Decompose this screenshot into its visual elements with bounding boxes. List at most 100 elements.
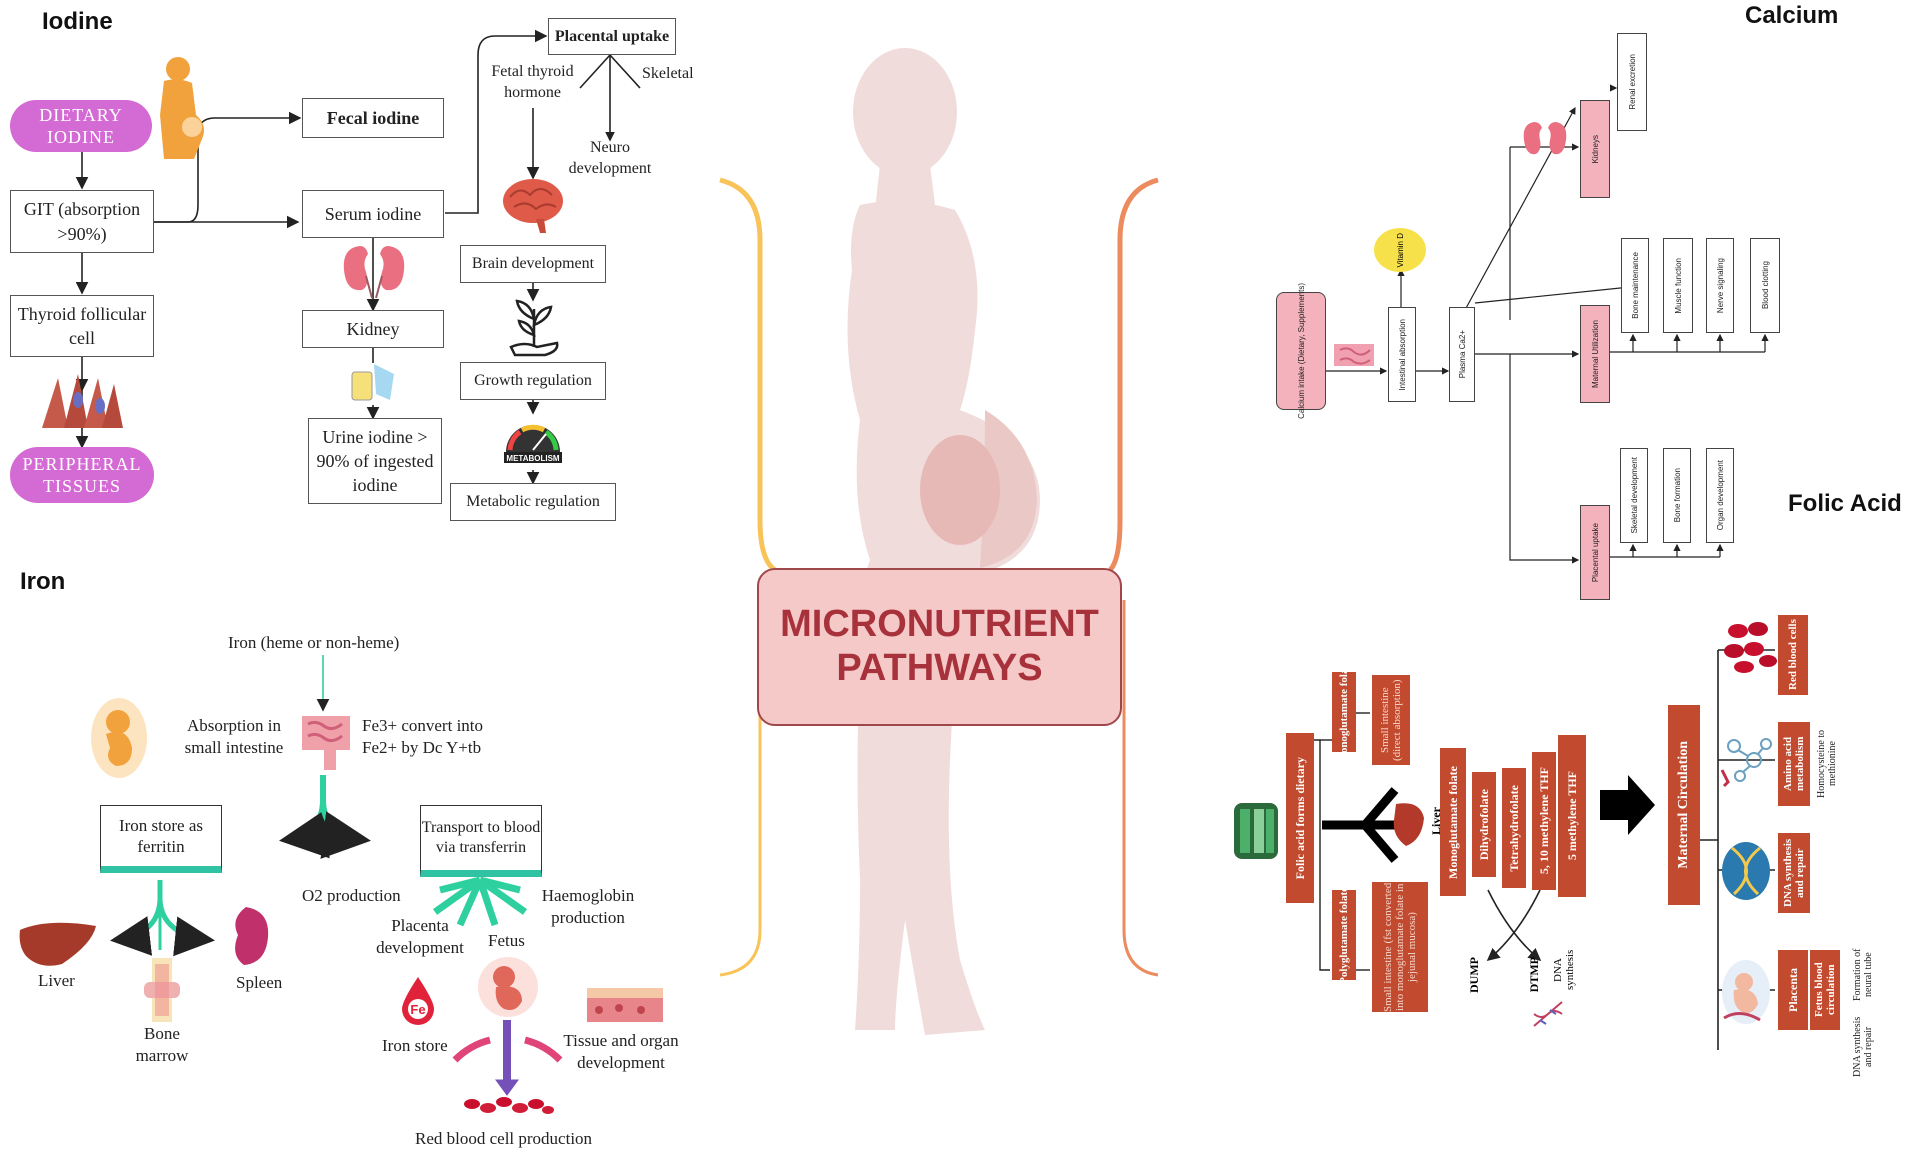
fetus-in-womb-icon [88, 696, 150, 780]
monoglutamate-folate-2-label: Monoglutamate folate [1445, 765, 1460, 879]
calcium-heading: Calcium [1745, 2, 1839, 29]
plasma-ca-label: Plasma Ca2+ [1457, 330, 1467, 379]
methylene-thf-label: 5, 10 methylene THF [1536, 767, 1551, 875]
red-blood-cells-strip-icon [462, 1092, 554, 1120]
tetrahydrofolate-label: Tetrahydrofolate [1506, 784, 1521, 872]
pregnant-woman-silhouette [847, 48, 1040, 1035]
serum-iodine-box: Serum iodine [302, 190, 444, 238]
kidney-icon [338, 242, 410, 300]
renal-excretion-label: Renal excretion [1627, 54, 1637, 110]
placenta-development-label: Placenta development [376, 916, 464, 958]
haemoglobin-production-label: Haemoglobin production [541, 886, 635, 928]
polyglutamate-folate-box: Polyglutamate folate [1332, 887, 1356, 983]
bone-formation-label: Bone formation [1672, 468, 1682, 523]
maternal-circulation-box: Maternal Circulation [1668, 705, 1700, 905]
fetus-blood-circulation-box: Fetus blood circulation [1810, 950, 1840, 1030]
red-blood-cell-production-label: Red blood cell production [415, 1129, 593, 1148]
small-intestine-converted-box: Small intestine (fst converted into mono… [1372, 882, 1428, 1012]
small-intestine-direct-label: Small intestine (direct absorption) [1379, 679, 1403, 761]
homocysteine-label-box: Homocysteine to methionine [1812, 722, 1842, 806]
urine-sample-icon [350, 360, 398, 405]
placenta-label: Placenta [1785, 968, 1800, 1012]
brain-development-box: Brain development [460, 245, 606, 283]
monoglutamate-folate-box: Monoglutamate folate [1332, 660, 1356, 764]
fetus-icon [476, 955, 540, 1019]
thyroid-follicular-box: Thyroid follicular cell [10, 295, 154, 357]
nerve-signaling-label: Nerve signaling [1715, 257, 1725, 314]
small-intestine-converted-label: Small intestine (fst converted into mono… [1382, 882, 1418, 1012]
methyl-thf-box: 5 methylene THF [1558, 735, 1586, 897]
dihydrofolate-label: Dihydrofolate [1476, 788, 1491, 861]
growth-regulation-box: Growth regulation [460, 362, 606, 400]
iodine-bracket [719, 177, 777, 573]
folic-acid-heading: Folic Acid [1788, 490, 1902, 517]
vitamin-d-circle: Vitamin D [1374, 228, 1426, 272]
intestine-icon [296, 710, 356, 772]
placenta-fetus-icon [1720, 958, 1772, 1026]
metabolism-gauge-icon: METABOLISM [500, 412, 566, 464]
neural-tube-label: Formation of neural tube [1852, 948, 1874, 1002]
dihydrofolate-box: Dihydrofolate [1472, 772, 1496, 877]
amino-acid-molecule-icon [1720, 730, 1776, 790]
food-icon [1228, 795, 1284, 863]
amino-acid-label: Amino acid metabolism [1782, 736, 1806, 792]
dtmp-label-box: DTMP [1524, 950, 1544, 1000]
kidneys-label: Kidneys [1590, 134, 1600, 164]
skeletal-development-box: Skeletal development [1620, 448, 1648, 543]
bone-formation-box: Bone formation [1663, 448, 1691, 543]
title-line-1: MICRONUTRIENT [780, 603, 1099, 646]
red-blood-cells-box: Red blood cells [1778, 615, 1808, 695]
o2-production-label: O2 production [302, 886, 401, 905]
dna-globe-icon [1720, 840, 1772, 902]
dna-synthesis-label: DNA synthesis [1552, 949, 1576, 991]
dna-sr-label-box: DNA synthesis and repair [1846, 1012, 1880, 1082]
bone-maintenance-box: Bone maintenance [1621, 238, 1649, 333]
bone-marrow-label: Bone marrow [135, 1024, 189, 1066]
organ-development-label: Organ development [1715, 460, 1725, 531]
plasma-ca-box: Plasma Ca2+ [1449, 307, 1475, 402]
intestine-small-icon [1332, 338, 1376, 372]
fecal-iodine-box: Fecal iodine [302, 98, 444, 138]
placental-uptake-box: Placental uptake [548, 18, 676, 55]
intestinal-absorption-box: Intestinal absorption [1388, 307, 1416, 402]
neuro-development-label: Neuro development [568, 139, 652, 177]
nerve-signaling-box: Nerve signaling [1706, 238, 1734, 333]
transferrin-box: Transport to blood via transferrin [420, 805, 542, 877]
fetus-silhouette [920, 435, 1000, 545]
dna-synthesis-label-box: DNA synthesis [1546, 940, 1582, 1000]
kidney-box: Kidney [302, 310, 444, 348]
spleen-label: Spleen [236, 973, 283, 992]
placenta-box: Placenta [1778, 950, 1808, 1030]
big-right-arrow-icon [1600, 775, 1655, 835]
muscle-function-label: Muscle function [1673, 257, 1683, 314]
liver-icon [18, 918, 98, 970]
ferritin-box: Iron store as ferritin [100, 805, 222, 873]
iron-drop-icon: Fe [398, 975, 438, 1027]
fetal-thyroid-label: Fetal thyroid hormone [491, 63, 574, 101]
neural-tube-label-box: Formation of neural tube [1846, 940, 1880, 1010]
liver-small-icon [1390, 800, 1428, 848]
calcium-intake-label: Calcium intake (Dietary, Supplements) [1296, 283, 1306, 419]
dump-label: DUMP [1466, 957, 1481, 993]
dtmp-label: DTMP [1526, 957, 1541, 993]
liver-label: Liver [38, 971, 75, 990]
tissue-icon [585, 982, 665, 1024]
pregnant-mother-icon [150, 55, 210, 160]
iodine-heading: Iodine [42, 8, 113, 35]
bone-marrow-icon [140, 958, 184, 1022]
calcium-intake-box: Calcium intake (Dietary, Supplements) [1276, 283, 1326, 419]
homocysteine-label: Homocysteine to methionine [1816, 729, 1838, 799]
vitamin-d-label: Vitamin D [1395, 232, 1405, 268]
dietary-iodine-pill: DIETARY IODINE [10, 100, 152, 152]
blood-clotting-box: Blood clotting [1750, 238, 1780, 333]
peripheral-tissues-pill: PERIPHERAL TISSUES [10, 447, 154, 503]
small-intestine-direct-box: Small intestine (direct absorption) [1372, 675, 1410, 765]
monoglutamate-folate-label: Monoglutamate folate [1338, 660, 1350, 764]
blood-clotting-label: Blood clotting [1760, 261, 1770, 310]
thyroid-cells-icon [40, 370, 125, 430]
dna-sr-label: DNA synthesis and repair [1852, 1016, 1874, 1078]
muscle-function-box: Muscle function [1663, 238, 1693, 333]
polyglutamate-folate-label: Polyglutamate folate [1338, 886, 1350, 984]
fetus-label: Fetus [488, 931, 525, 950]
